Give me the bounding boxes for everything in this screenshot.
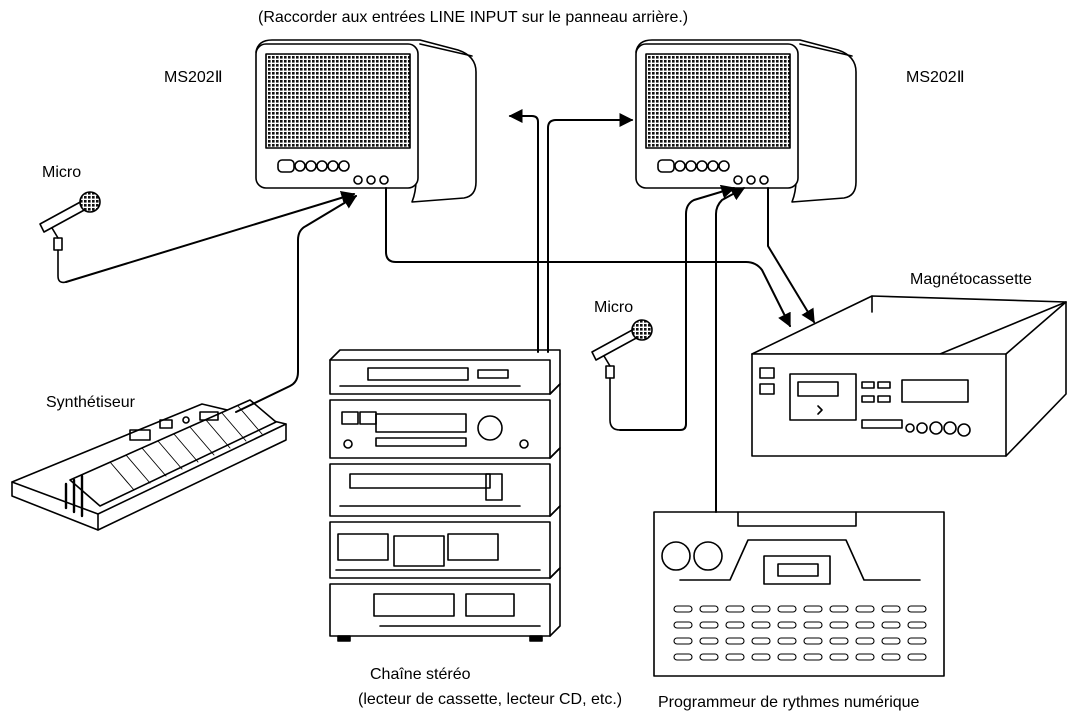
drum-machine xyxy=(653,511,945,677)
cables xyxy=(65,109,815,513)
speaker-right xyxy=(635,39,857,203)
drum-machine-label: Programmeur de rythmes numérique xyxy=(658,694,920,711)
cable-mic-left xyxy=(65,190,356,283)
cassette-deck xyxy=(751,295,1067,457)
cable-drum xyxy=(715,187,746,513)
cassette-deck-label: Magnétocassette xyxy=(910,271,1032,288)
stereo-label-line1: Chaîne stéréo xyxy=(370,666,471,683)
cable-right-out-deck xyxy=(767,187,815,324)
stereo-system xyxy=(329,349,561,642)
synthesizer xyxy=(11,399,287,531)
mic-right-label: Micro xyxy=(594,299,634,316)
microphone-left xyxy=(39,191,101,284)
cable-left-out-deck xyxy=(385,187,791,328)
microphone-right xyxy=(591,319,653,431)
cable-stereo-right xyxy=(547,113,634,353)
stereo-label-line2: (lecteur de cassette, lecteur CD, etc.) xyxy=(358,691,623,708)
cable-stereo-left xyxy=(508,109,539,353)
synth-label: Synthétiseur xyxy=(46,394,135,411)
header-note: (Raccorder aux entrées LINE INPUT sur le… xyxy=(258,9,689,26)
cable-mic-right xyxy=(619,184,736,431)
speaker-left xyxy=(255,39,477,203)
speaker-left-label: MS202Ⅱ xyxy=(164,69,223,86)
cable-synth xyxy=(235,195,358,413)
speaker-right-label: MS202Ⅱ xyxy=(906,69,965,86)
mic-left-label: Micro xyxy=(42,164,82,181)
